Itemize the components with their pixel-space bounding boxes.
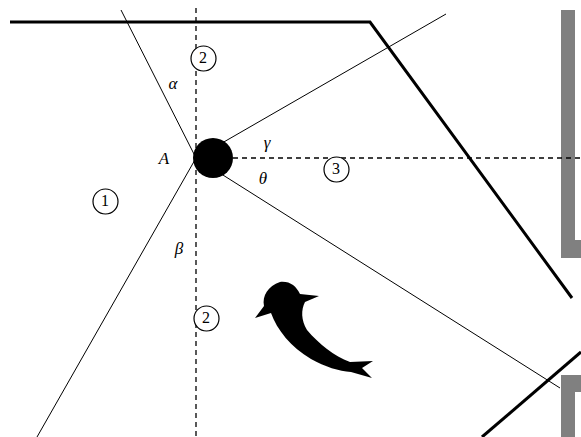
region-number: 2: [190, 45, 217, 72]
region-number: 2: [193, 305, 220, 332]
region-number-text: 3: [332, 161, 340, 177]
circle-outline: [324, 157, 349, 182]
angle-label: A: [158, 150, 170, 167]
sight-line: [37, 158, 196, 437]
grey-wall: [561, 10, 575, 258]
sight-line: [121, 10, 196, 158]
fish-silhouette: [255, 282, 373, 378]
circle-outline: [191, 46, 216, 71]
grey-wall: [561, 375, 581, 392]
black-pillar: [193, 138, 233, 178]
sight-line: [196, 158, 560, 388]
region-number-text: 2: [202, 310, 210, 326]
dashed-axis: [195, 8, 196, 437]
region-number-text: 1: [101, 193, 109, 209]
angle-label: γ: [263, 134, 272, 151]
dashed-axis: [215, 157, 581, 158]
angle-label: α: [168, 75, 179, 92]
region-number: 3: [323, 156, 350, 183]
angle-label: θ: [258, 170, 268, 187]
region-number-text: 2: [199, 50, 207, 66]
circle-outline: [93, 189, 118, 214]
tank-outline: [10, 22, 572, 298]
circle-outline: [194, 306, 219, 331]
tank-outline: [482, 352, 581, 437]
region-number: 1: [92, 188, 119, 215]
sight-line: [196, 14, 446, 158]
grey-wall: [561, 240, 581, 258]
angle-label: β: [174, 240, 184, 257]
